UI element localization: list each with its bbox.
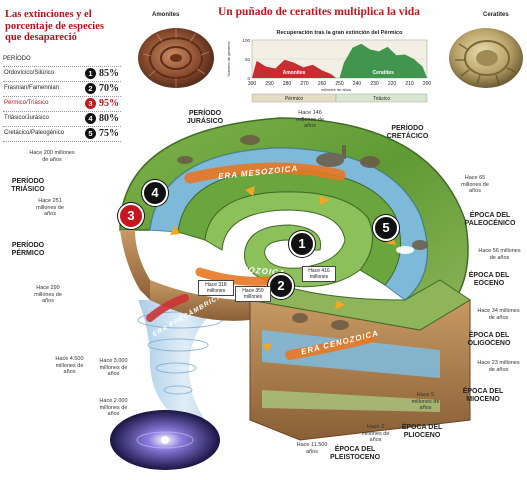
extinction-number-badge: 5 (85, 128, 96, 139)
chart-series-label: Ceratites (373, 70, 395, 76)
epoch-pliocene: ÉPOCA DEL PLIOCENO (401, 424, 443, 439)
main-title: Un puñado de ceratites multiplica la vid… (218, 6, 420, 18)
chart-x-tick: 300 (248, 81, 257, 87)
extinction-number-badge: 2 (85, 83, 96, 94)
ceratite-label: Ceratites (483, 12, 509, 18)
ammonite-label: Amonites (152, 12, 180, 18)
ceratite-fossil-image (449, 28, 523, 88)
note-65: Hace 65 millones de años (461, 175, 489, 194)
chart-series-label: Amonites (283, 70, 306, 76)
extinction-row: Frasnian/Famennian 2 70% (3, 81, 121, 96)
extinction-label: Cretácico/Paleogénico (4, 130, 65, 136)
extinction-label: Frasnian/Famennian (4, 85, 60, 91)
extinction-marker-5: 5 (373, 215, 399, 241)
extinction-percent: 95% (99, 98, 119, 109)
note-4500: Hace 4.500 millones de años (55, 356, 84, 375)
chart-band-label: Pérmico (285, 96, 304, 102)
extinction-percent: 75% (99, 128, 119, 139)
note-146: Hace 146 millones de años (296, 110, 324, 129)
epoch-pleistocene: ÉPOCA DEL PLEISTOCENO (329, 446, 381, 461)
extinction-percent: 70% (99, 83, 119, 94)
chart-x-tick: 270 (300, 81, 309, 87)
chart-x-unit: millones de años (321, 87, 351, 92)
extinction-marker-1: 1 (289, 231, 315, 257)
period-cretaceous: PERÍODO CRETÁCICO (386, 125, 429, 140)
epoch-paleocene: ÉPOCA DEL PALEOCÉNICO (464, 212, 516, 227)
chart-x-tick: 290 (265, 81, 274, 87)
extinctions-title: Las extinciones y el porcentaje de espec… (5, 9, 104, 43)
note-23: Hace 23 millones de años (477, 360, 520, 373)
extinction-percent: 85% (99, 68, 119, 79)
extinction-row-highlighted: Pérmico/Triásico 3 95% (3, 96, 121, 111)
epoch-miocene: ÉPOCA DEL MIOCENO (462, 388, 504, 403)
chart-band-triassic (335, 93, 428, 103)
chart-y-label: Número de géneros (226, 41, 231, 76)
extinction-number-badge: 3 (85, 98, 96, 109)
note-5: Hace 5 millones de años (411, 392, 440, 411)
extinction-marker-4: 4 (142, 180, 168, 206)
chart-band-label: Triásico (373, 96, 391, 102)
chart-series-area-ceratites (339, 43, 427, 78)
chart-x-tick: 200 (423, 81, 432, 87)
extinctions-list: PERÍODO Ordovícico/Silúrico 1 85% Frasni… (3, 56, 121, 142)
innermost-spiral (204, 191, 373, 288)
extinctions-header: PERÍODO (3, 56, 31, 62)
extinction-label: Ordovícico/Silúrico (4, 70, 55, 76)
extinction-row: Cretácico/Paleogénico 5 75% (3, 126, 121, 142)
recovery-chart: Recuperación tras la gran extinción del … (226, 30, 432, 103)
extinction-marker-3: 3 (118, 203, 144, 229)
note-251: Hace 251 millones de años (36, 198, 64, 217)
chart-x-tick: 230 (370, 81, 379, 87)
extinction-row: Ordovícico/Silúrico 1 85% (3, 66, 121, 81)
period-permian: PERÍODO PÉRMICO (11, 242, 45, 257)
chart-x-tick: 240 (353, 81, 362, 87)
note-299: Hace 299 millones de años (34, 285, 62, 304)
note-2: Hace 2 millones de años (361, 424, 390, 443)
extinction-label: Triásico/Jurásico (4, 115, 49, 121)
note-3000: Hace 3.000 millones de años (99, 358, 128, 377)
chart-y-tick: 100 (242, 38, 250, 43)
extinction-percent: 80% (99, 113, 119, 124)
note-11500: Hace 11.500 años (296, 442, 328, 455)
chart-x-tick: 280 (283, 81, 292, 87)
chart-x-tick: 250 (335, 81, 344, 87)
extinction-number-badge: 4 (85, 113, 96, 124)
chart-title: Recuperación tras la gran extinción del … (277, 30, 404, 36)
chart-x-tick: 260 (318, 81, 327, 87)
extinction-label: Pérmico/Triásico (4, 100, 49, 106)
epoch-eocene: ÉPOCA DEL EOCENO (468, 272, 510, 287)
period-jurassic: PERÍODO JURÁSICO (186, 110, 224, 125)
chart-y-tick: 0 (247, 76, 250, 81)
chart-y-tick: 50 (245, 57, 251, 62)
note-2000: Hace 2.000 millones de años (99, 398, 128, 417)
extinction-row: Triásico/Jurásico 4 80% (3, 111, 121, 126)
epoch-oligocene: ÉPOCA DEL OLIGOCENO (467, 332, 511, 347)
precambrian-funnel (138, 300, 230, 420)
extinction-marker-2: 2 (268, 273, 294, 299)
chart-x-tick: 210 (405, 81, 414, 87)
ammonite-fossil-image (138, 28, 214, 88)
extinction-number-badge: 1 (85, 68, 96, 79)
note-200: Hace 200 millones de años (29, 150, 75, 163)
note-56: Hace 56 millones de años (478, 248, 521, 261)
note-416-box: Hace 416 millones (302, 266, 336, 282)
note-359-box: Hace 359 millones (235, 286, 271, 302)
chart-series-area-amonites (252, 59, 336, 78)
note-318-box: Hace 318 millones (198, 280, 234, 296)
period-triassic: PERÍODO TRIÁSICO (11, 178, 45, 193)
chart-x-tick: 220 (388, 81, 397, 87)
note-34: Hace 34 millones de años (477, 308, 520, 321)
